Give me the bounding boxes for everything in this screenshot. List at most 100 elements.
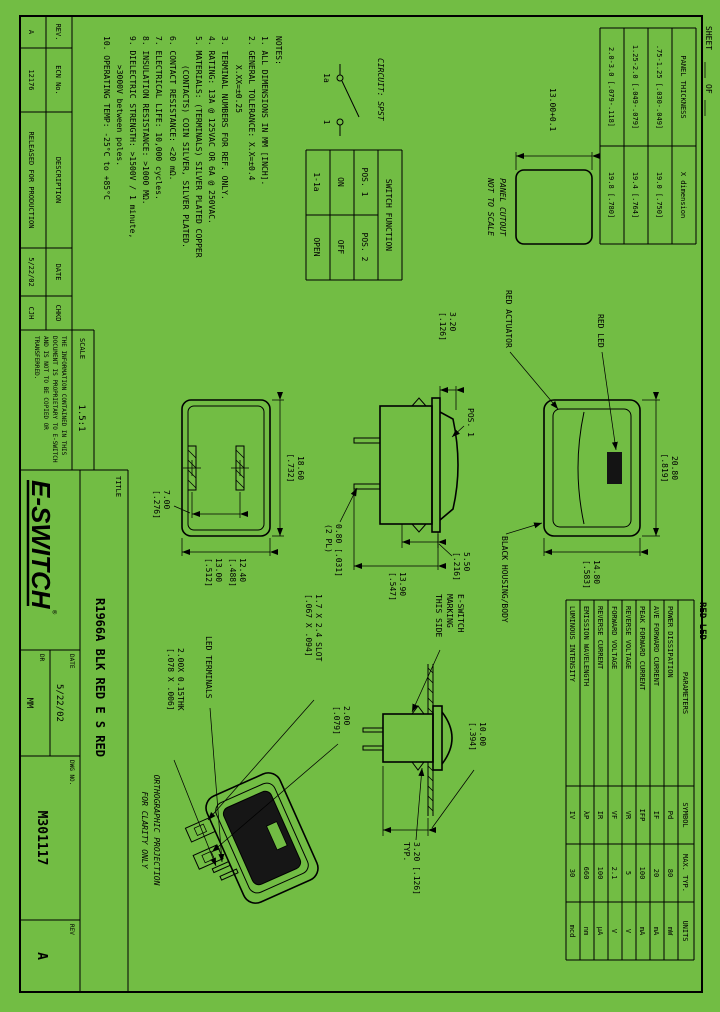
ecn-header: ECN No. (54, 65, 62, 95)
switch-face-view: 20.80 [.819] 14.80 [.583] RED LED RED AC… (500, 290, 679, 623)
lip-dim-inch: [.216] (452, 552, 461, 581)
function-cell-on: ON (336, 177, 345, 187)
led-param: REVERSE CURRENT (596, 606, 604, 670)
panel-table-cell: 19.8 [.780] (607, 172, 615, 218)
eswitch-logo: E-SWITCH (26, 480, 56, 610)
function-cell-off: OFF (336, 240, 345, 255)
marking-line-2: MARKING (445, 594, 454, 628)
function-cell-11a: 1-1a (312, 172, 321, 191)
description-cell: RELEASED FOR PRODUCTION (27, 132, 35, 229)
led-terminal-dim-leader (173, 759, 217, 867)
note-line: 6. CONTACT RESISTANCE: <20 mΩ. (168, 36, 177, 181)
panel-table-cell: .75-1.25 [.030-.049] (655, 45, 663, 129)
protrusion-ext-lines (439, 386, 457, 410)
pictorial-step (215, 782, 309, 894)
pictorial-spade-1-slot (193, 823, 208, 837)
slot-offset-leader (211, 743, 339, 853)
led-unit: mcd (568, 925, 576, 938)
led-header-symbol: SYMBOL (681, 802, 689, 827)
led-value: 660 (582, 867, 590, 880)
slot-offset-mm: 2.00 (342, 706, 351, 725)
side-body (379, 405, 433, 525)
note-line: (CONTACTS) COIN SILVER, SILVER PLATED. (181, 36, 190, 248)
housing-leader (505, 522, 543, 535)
led-param: PEAK FORWARD CURRENT (638, 606, 646, 691)
terminal-thickness-dim: 0.80 [.031] (334, 524, 343, 577)
note-line: 7. ELECTRICAL LIFE: 10,000 cycles. (154, 36, 163, 200)
cutout-dim-text: 13.00+0.1 (548, 88, 557, 132)
led-value: 100 (596, 867, 604, 880)
led-symbol: IV (568, 811, 576, 820)
slot-dim-inch: [.067 X .094] (304, 594, 313, 657)
bottom-height2-mm: 13.00 (214, 558, 223, 582)
mount-led-terminal-2 (362, 745, 384, 751)
gap-typ: TYP. (402, 842, 411, 861)
led-unit: mA (652, 927, 660, 936)
led-unit: V (610, 929, 618, 934)
drawing-number: M301117 (34, 811, 49, 866)
side-terminal-2 (353, 483, 381, 490)
housing-callout: BLACK HOUSING/BODY (500, 536, 509, 623)
led-terminals-label: LED TERMINALS (204, 636, 213, 699)
led-terminals-leader (209, 707, 225, 863)
led-unit: mW (666, 927, 674, 936)
pitch-leader (173, 505, 191, 514)
slot-offset-inch: [.079] (332, 706, 341, 735)
proprietary-line: DOCUMENT IS PROPRIETARY TO E-SWITCH (51, 336, 58, 463)
bottom-height1-mm: 12.40 (238, 558, 247, 582)
function-table-title: SWITCH FUNCTION (384, 179, 393, 251)
led-symbol: IF (652, 811, 660, 819)
rev-field-value: A (34, 952, 49, 960)
note-line: 10. OPERATING TEMP: -25°C to +85°C (102, 36, 111, 200)
face-height-ext-lines (543, 538, 641, 556)
bottom-height-ext-lines (181, 538, 271, 556)
led-param: REVERSE VOLTAGE (624, 606, 632, 669)
led-unit: nm (582, 927, 590, 935)
proprietary-line: AND IS NOT TO BE COPIED OR (42, 336, 49, 430)
lip-dim-mm: 5.50 (462, 552, 471, 571)
led-value: 20 (652, 869, 660, 877)
function-col1: POS. 1 (360, 168, 369, 197)
face-height-dim-inch: [.583] (582, 560, 591, 589)
panel-table-cell: 1.25-2.0 [.049-.079] (631, 45, 639, 129)
pos1-leader (451, 425, 465, 438)
panel-cutout-rect (515, 169, 593, 245)
led-terminal-dim-mm: 2.00X 0.15THK (176, 648, 185, 711)
orthographic-pictorial: 1.7 X 2.4 SLOT [.067 X .094] 2.00 [.079]… (140, 594, 351, 904)
led-header-units: UNITS (681, 920, 689, 941)
led-table-grid (565, 599, 695, 961)
note-line: 8. INSULATION RESISTANCE: >1000 MΩ. (141, 36, 150, 205)
dwg-field-label: DWG NO. (68, 760, 75, 785)
date-field-value: 5/22/02 (54, 684, 64, 722)
bottom-width-dim-inch: [.732] (286, 454, 295, 483)
terminal-thickness-leader (339, 487, 358, 523)
pictorial-spade-2-slot (201, 850, 215, 864)
panel-table-header-xdim: X dimension (679, 172, 687, 218)
circuit-blade (341, 80, 360, 118)
depth-dim-inch: [.394] (468, 722, 477, 751)
led-param: POWER DISSIPATION (666, 606, 674, 678)
panel-thickness-table: PANEL THICKNESS X dimension .75-1.25 [.0… (599, 27, 697, 245)
mount-clips (411, 705, 425, 771)
circuit-terminal-a-label: 1a (322, 73, 331, 83)
protrusion-dim-mm: 3.20 (448, 312, 457, 331)
panel-table-cell: 19.0 [.750] (655, 172, 663, 218)
pictorial-led-pin-1 (211, 860, 231, 874)
bottom-width-dim-mm: 18.60 (296, 456, 305, 480)
face-width-dim-inch: [.819] (660, 454, 669, 483)
note-line: X.XX=±0.25 (234, 36, 243, 113)
led-window (607, 452, 622, 484)
red-led-table: RED LED PARAMETERS SYMBOL MAX. TYP. UNIT… (565, 599, 707, 961)
red-actuator-leader (509, 351, 559, 410)
note-line: 2. GENERAL TOLERANCE: X.X=±0.4 (247, 36, 256, 181)
rev-field-label: REV (68, 924, 75, 935)
protrusion-dim-inch: [.126] (438, 312, 447, 341)
face-width-ext-lines (642, 399, 660, 537)
pos1-label: POS. 1 (466, 408, 475, 437)
title-block: REV. ECN No. DESCRIPTION DATE CHKD A 121… (20, 16, 129, 992)
note-line: 5. MATERIALS: (TERMINALS) SILVER PLATED … (194, 36, 203, 258)
red-actuator-callout: RED ACTUATOR (504, 290, 513, 348)
face-height-dim-mm: 14.80 (592, 560, 601, 584)
